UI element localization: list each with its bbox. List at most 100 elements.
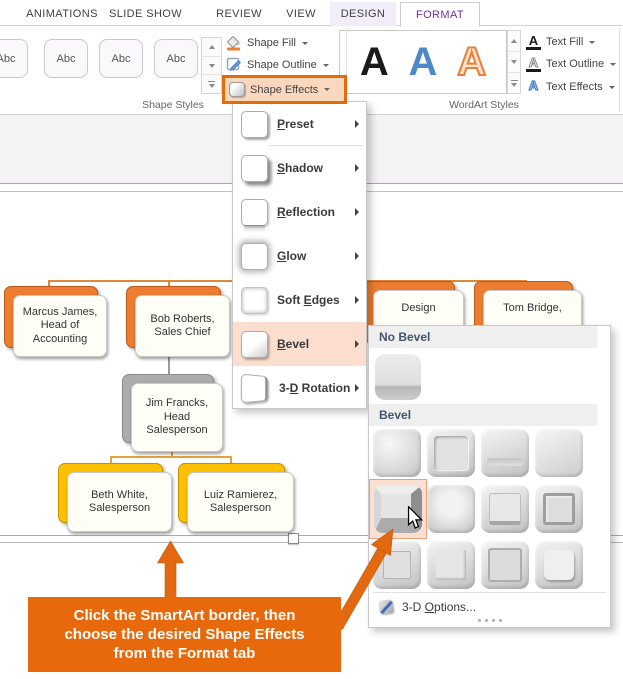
- tab-view[interactable]: VIEW: [286, 8, 316, 20]
- 3d-rotation-effect-icon: [240, 373, 268, 403]
- bevel-submenu: No Bevel Bevel 3-D Options...: [368, 325, 611, 628]
- menu-item-shadow[interactable]: Shadow: [233, 146, 366, 190]
- bevel-option-round[interactable]: [535, 541, 583, 589]
- tab-slide-show[interactable]: SLIDE SHOW: [108, 8, 183, 20]
- node-front-shape: Jim Francks, Head Salesperson: [131, 383, 223, 452]
- connector-line: [110, 456, 232, 458]
- 3d-options-button[interactable]: 3-D Options...: [369, 594, 610, 620]
- shape-outline-label: Shape Outline: [247, 59, 317, 71]
- org-node-marcus[interactable]: Marcus James, Head of Accounting: [4, 286, 107, 357]
- shape-style-thumb[interactable]: Abc: [0, 39, 28, 78]
- shape-effects-menu: Preset Shadow Reflection Glow Soft Edges…: [232, 101, 367, 409]
- tab-animations[interactable]: ANIMATIONS: [26, 8, 98, 20]
- menu-resize-grip[interactable]: [369, 619, 610, 622]
- bevel-option-cool-slant[interactable]: [535, 429, 583, 477]
- shadow-effect-icon: [241, 154, 268, 182]
- shape-style-thumb[interactable]: Abc: [99, 39, 143, 78]
- node-text: Beth White,: [91, 488, 148, 501]
- shape-effects-button[interactable]: Shape Effects: [222, 75, 347, 104]
- node-front-shape: Beth White, Salesperson: [67, 472, 172, 532]
- text-fill-label: Text Fill: [546, 36, 584, 48]
- text-outline-button[interactable]: A Text Outline: [526, 54, 617, 74]
- bevel-option-circle[interactable]: [373, 429, 421, 477]
- bevel-option-slope[interactable]: [481, 429, 529, 477]
- group-separator: [346, 28, 347, 112]
- shape-style-thumb[interactable]: Abc: [154, 39, 198, 78]
- callout-text-line: Click the SmartArt border, then: [73, 607, 296, 624]
- menu-item-glow[interactable]: Glow: [233, 234, 366, 278]
- bevel-option-convex[interactable]: [481, 485, 529, 533]
- text-effects-icon: A: [528, 78, 539, 93]
- wordart-style-blue[interactable]: A: [408, 40, 438, 84]
- preset-effect-icon: [241, 110, 268, 138]
- node-text: Marcus James,: [22, 305, 98, 318]
- wordart-style-black[interactable]: A: [359, 40, 389, 84]
- node-front-shape: Bob Roberts, Sales Chief: [135, 295, 230, 357]
- tab-row-divider: [0, 25, 623, 26]
- node-text: Salesperson: [209, 502, 272, 514]
- org-node-bob[interactable]: Bob Roberts, Sales Chief: [126, 286, 230, 357]
- menu-item-reflection[interactable]: Reflection: [233, 190, 366, 234]
- smartart-frame-bottom-border[interactable]: [0, 535, 623, 536]
- menu-item-preset[interactable]: Preset: [233, 102, 366, 146]
- wordart-scroll-up-button[interactable]: [508, 31, 520, 52]
- text-outline-label: Text Outline: [546, 58, 605, 70]
- selection-handle[interactable]: [288, 533, 299, 544]
- bevel-option-art-deco[interactable]: [481, 541, 529, 589]
- shape-outline-button[interactable]: Shape Outline: [226, 55, 329, 75]
- shape-fill-button[interactable]: Shape Fill: [226, 33, 308, 53]
- group-separator: [619, 28, 620, 112]
- shape-style-thumb[interactable]: Abc: [44, 39, 88, 78]
- wordart-gallery-scroll: [507, 30, 521, 94]
- reflection-effect-icon: [241, 198, 268, 233]
- menu-item-bevel[interactable]: Bevel: [233, 322, 366, 366]
- tab-format-active[interactable]: FORMAT: [400, 2, 480, 27]
- gallery-scroll-up-button[interactable]: [202, 38, 221, 57]
- up-arrow-annotation: [156, 540, 185, 599]
- text-effects-button[interactable]: A Text Effects: [526, 77, 615, 97]
- shape-styles-group-label: Shape Styles: [142, 99, 204, 111]
- org-node-beth[interactable]: Beth White, Salesperson: [58, 463, 172, 532]
- bevel-option-hard-edge[interactable]: [427, 541, 475, 589]
- wordart-more-button[interactable]: [508, 73, 520, 93]
- node-front-shape: Luiz Ramierez, Salesperson: [187, 472, 294, 532]
- wordart-style-orange-outline[interactable]: A: [456, 40, 487, 84]
- submenu-arrow-icon: [355, 208, 359, 216]
- down-arrow-icon: [511, 60, 517, 64]
- bevel-option-angle-selected[interactable]: [374, 485, 422, 533]
- menu-item-3d-rotation[interactable]: 3-D Rotation: [233, 366, 366, 410]
- up-arrow-icon: [208, 44, 215, 49]
- menu-item-soft-edges[interactable]: Soft Edges: [233, 278, 366, 322]
- down-arrow-icon: [511, 82, 517, 87]
- callout-text-line: from the Format tab: [113, 645, 256, 662]
- gallery-scroll-down-button[interactable]: [202, 57, 221, 76]
- node-text: Tom Bridge,: [503, 302, 562, 314]
- down-arrow-icon: [208, 83, 215, 88]
- text-fill-icon: A: [526, 34, 541, 50]
- gallery-more-button[interactable]: [202, 75, 221, 93]
- node-text: Jim Francks,: [145, 397, 209, 410]
- connector-line: [168, 356, 170, 375]
- wordart-scroll-down-button[interactable]: [508, 52, 520, 73]
- submenu-arrow-icon: [355, 296, 359, 304]
- bevel-option-riblet[interactable]: [373, 541, 421, 589]
- shape-effects-icon: [229, 82, 245, 97]
- submenu-arrow-icon: [355, 120, 359, 128]
- text-outline-icon: A: [526, 55, 541, 72]
- bevel-option-soft-round[interactable]: [427, 485, 475, 533]
- bevel-option-divot[interactable]: [535, 485, 583, 533]
- node-text: Luiz Ramierez,: [203, 488, 278, 501]
- text-fill-button[interactable]: A Text Fill: [526, 32, 596, 52]
- org-node-luiz[interactable]: Luiz Ramierez, Salesperson: [178, 463, 294, 532]
- no-bevel-option[interactable]: [375, 354, 421, 400]
- org-node-jim[interactable]: Jim Francks, Head Salesperson: [122, 374, 223, 452]
- wordart-styles-group-label: WordArt Styles: [449, 99, 519, 111]
- tab-design[interactable]: DESIGN: [330, 2, 396, 26]
- submenu-arrow-icon: [355, 252, 359, 260]
- tab-review[interactable]: REVIEW: [216, 8, 262, 20]
- dropdown-arrow-icon: [608, 85, 615, 89]
- bevel-option-relaxed-inset[interactable]: [427, 429, 475, 477]
- connector-line: [168, 280, 170, 288]
- node-text: Accounting: [32, 332, 88, 345]
